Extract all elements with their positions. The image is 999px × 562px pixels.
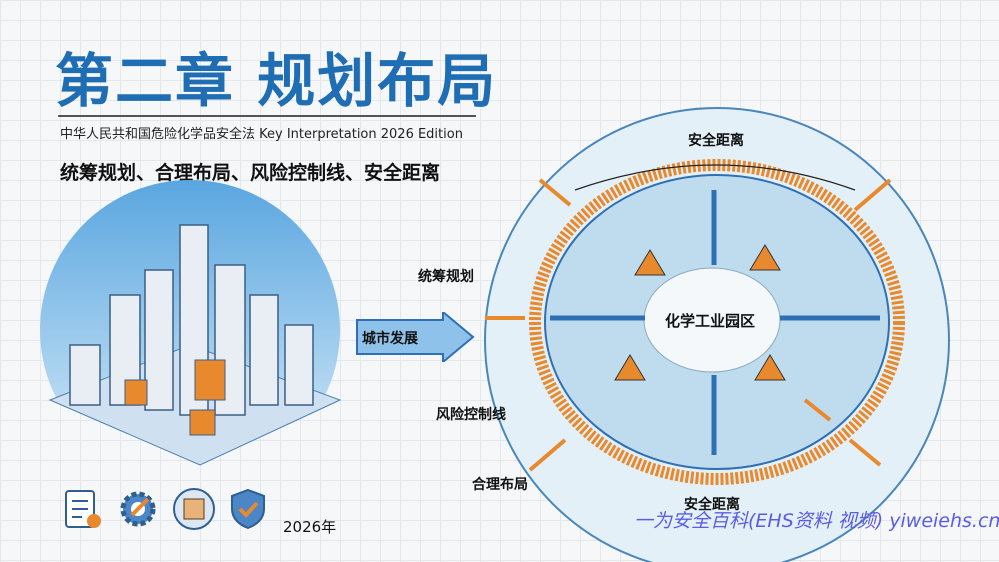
shield-check-icon xyxy=(231,488,265,530)
rational-layout-label: 合理布局 xyxy=(472,477,528,493)
safety-distance-bottom-label: 安全距离 xyxy=(684,497,740,513)
watermark: 一为安全百科(EHS资料 视频) yiweiehs.cn xyxy=(634,510,999,532)
city-development-label: 城市发展 xyxy=(362,331,418,347)
subtitle: 中华人民共和国危险化学品安全法 Key Interpretation 2026 … xyxy=(60,127,463,142)
risk-control-ring xyxy=(529,159,905,485)
title-divider xyxy=(58,115,476,117)
overall-planning-label: 统筹规划 xyxy=(418,269,474,285)
gear-wrench-icon xyxy=(120,491,156,527)
city-illustration xyxy=(40,180,342,466)
hazard-box-icon xyxy=(173,488,215,530)
safety-distance-top-label: 安全距离 xyxy=(688,133,744,149)
chemical-park-diagram xyxy=(484,107,950,562)
chemical-park-label: 化学工业园区 xyxy=(665,312,756,330)
year-label: 2026年 xyxy=(283,518,337,536)
risk-control-line-label: 风险控制线 xyxy=(436,407,506,423)
checklist-icon xyxy=(65,490,101,528)
tagline: 统筹规划、合理布局、风险控制线、安全距离 xyxy=(60,162,441,184)
city-development-arrow xyxy=(356,312,475,362)
page-title: 第二章 规划布局 xyxy=(55,47,498,115)
